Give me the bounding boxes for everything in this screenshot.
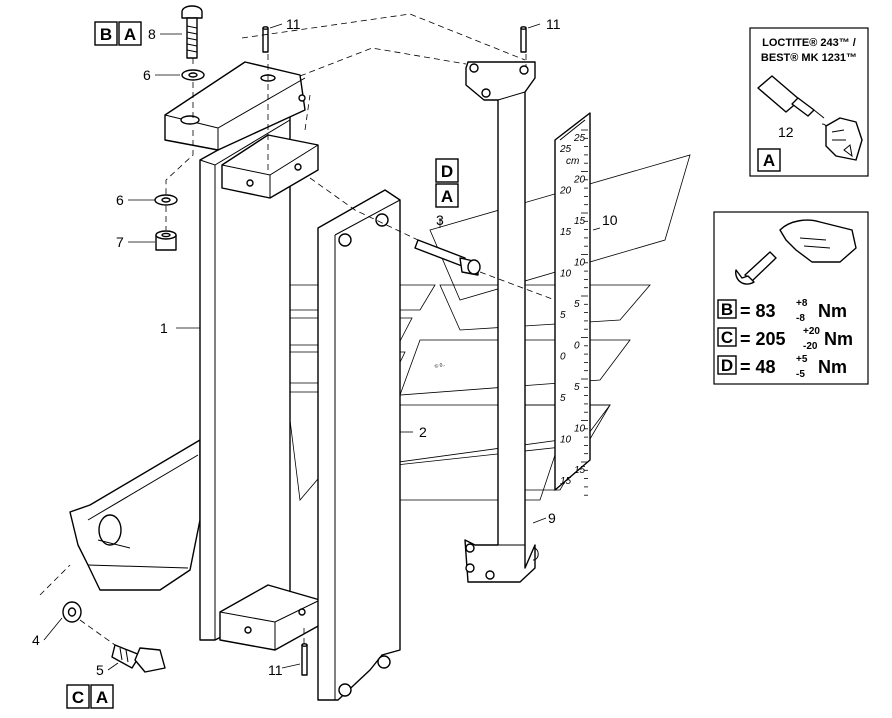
torque-minus-b: -8 bbox=[796, 313, 805, 324]
torque-plus-b: +8 bbox=[796, 298, 808, 309]
callout-7: 7 bbox=[116, 234, 124, 250]
callout-11-top-right: 11 bbox=[546, 16, 561, 32]
scale-label-left: 25 bbox=[559, 144, 572, 155]
callout-1: 1 bbox=[160, 320, 168, 336]
scale-label-right: 5 bbox=[574, 382, 580, 393]
torque-unit-d: Nm bbox=[818, 357, 847, 377]
torque-row-b: B = 83 +8 -8 Nm bbox=[717, 298, 847, 324]
scale-label-right: 25 bbox=[573, 133, 586, 144]
ref-letter-a: A bbox=[441, 187, 453, 206]
scale-label-right: 20 bbox=[573, 175, 586, 186]
loctite-panel: LOCTITE® 243™ / BEST® MK 1231™ 12 A bbox=[749, 27, 869, 177]
ref-letter-c: C bbox=[72, 688, 84, 707]
scale-label-right: 10 bbox=[574, 424, 586, 435]
callout-6-top: 6 bbox=[143, 67, 151, 83]
callout-3: 3 bbox=[436, 212, 444, 228]
plate-2 bbox=[317, 189, 401, 701]
torque-value-b: = 83 bbox=[740, 301, 776, 321]
loctite-line-2: BEST® MK 1231™ bbox=[761, 52, 857, 64]
callout-4: 4 bbox=[32, 632, 40, 648]
scale-label-left: 0 bbox=[560, 352, 566, 363]
callout-5: 5 bbox=[96, 662, 104, 678]
callout-8: 8 bbox=[148, 26, 156, 42]
frame-1 bbox=[69, 61, 321, 651]
torque-plus-c: +20 bbox=[803, 326, 820, 337]
callout-numbers: 11 11 8 6 6 7 1 3 10 2 9 4 5 11 bbox=[32, 16, 618, 678]
scale-unit: cm bbox=[566, 156, 579, 167]
scale-label-right: 5 bbox=[574, 299, 580, 310]
glue-bottle-icon bbox=[757, 75, 829, 133]
callout-11-bottom: 11 bbox=[268, 662, 283, 678]
scale-label-left: 5 bbox=[560, 310, 566, 321]
ref-letter-a: A bbox=[96, 688, 108, 707]
callout-9: 9 bbox=[548, 510, 556, 526]
torque-minus-d: -5 bbox=[796, 369, 805, 380]
scale-label-left: 10 bbox=[560, 269, 572, 280]
watermark-logo: © 0.. bbox=[249, 154, 691, 501]
callout-10: 10 bbox=[602, 212, 618, 228]
torque-panel: B = 83 +8 -8 Nm C = 205 +20 -20 Nm D = 4… bbox=[713, 211, 869, 385]
assembly-guide-lines bbox=[39, 13, 556, 646]
torque-plus-d: +5 bbox=[796, 354, 808, 365]
scale-label-left: 20 bbox=[559, 186, 572, 197]
hand-icon bbox=[825, 117, 863, 161]
callout-2: 2 bbox=[419, 424, 427, 440]
torque-row-d: D = 48 +5 -5 Nm bbox=[717, 354, 847, 380]
torque-row-c: C = 205 +20 -20 Nm bbox=[717, 326, 853, 352]
torque-letter-c: C bbox=[721, 328, 733, 347]
ref-box-ca: C A bbox=[66, 684, 114, 709]
hardware bbox=[62, 5, 527, 676]
ref-box-da: D A bbox=[435, 158, 459, 208]
scale-label-right: 15 bbox=[574, 465, 586, 476]
torque-unit-c: Nm bbox=[824, 329, 853, 349]
wrench-hand-icon bbox=[735, 219, 857, 285]
scale-label-right: 0 bbox=[574, 341, 580, 352]
torque-value-c: = 205 bbox=[740, 329, 786, 349]
callout-6-lower: 6 bbox=[116, 192, 124, 208]
scale-label-left: 10 bbox=[560, 435, 572, 446]
svg-text:© 0..: © 0.. bbox=[434, 361, 446, 370]
loctite-ref-a: A bbox=[763, 151, 775, 170]
scale-label-right: 10 bbox=[574, 258, 586, 269]
scale-label-left: 15 bbox=[560, 227, 572, 238]
scale-label-right: 15 bbox=[574, 216, 586, 227]
torque-unit-b: Nm bbox=[818, 301, 847, 321]
ref-box-ba: B A bbox=[94, 21, 142, 46]
scale-label-left: 15 bbox=[560, 476, 572, 487]
bracket-9 bbox=[464, 61, 539, 583]
callout-12: 12 bbox=[778, 124, 794, 140]
torque-letter-b: B bbox=[721, 300, 733, 319]
torque-minus-c: -20 bbox=[803, 341, 818, 352]
callout-11-top-left: 11 bbox=[286, 16, 301, 32]
ref-letter-a: A bbox=[124, 25, 136, 44]
loctite-line-1: LOCTITE® 243™ / bbox=[762, 37, 856, 49]
ref-letter-d: D bbox=[441, 162, 453, 181]
scale-label-left: 5 bbox=[560, 393, 566, 404]
leader-lines bbox=[43, 23, 793, 671]
torque-value-d: = 48 bbox=[740, 357, 776, 377]
ref-letter-b: B bbox=[100, 25, 112, 44]
torque-letter-d: D bbox=[721, 356, 733, 375]
measuring-scale-10 bbox=[554, 112, 591, 491]
